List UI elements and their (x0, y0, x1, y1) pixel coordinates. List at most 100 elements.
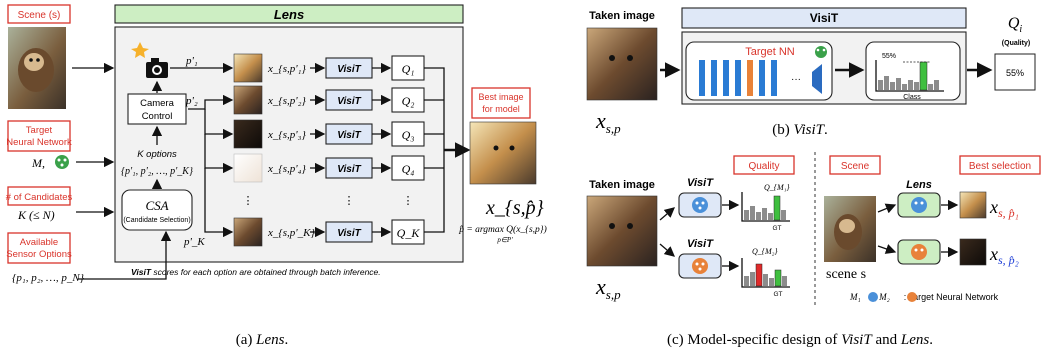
sensor-options-box (7, 232, 71, 264)
best-result-label: x_{s,p̂} (485, 197, 544, 219)
svg-text:VisiT: VisiT (337, 96, 361, 107)
c-lens-orange-brain-icon (911, 244, 927, 260)
k-options-label: K options (137, 149, 177, 160)
c-quality-label: Quality (748, 161, 779, 172)
c-lens-blue-brain-icon (911, 197, 927, 213)
c-legend-blue-brain-icon (868, 292, 878, 302)
sensor-label-2: Sensor Options (6, 249, 72, 260)
target-nn-var: M, (31, 156, 45, 170)
visit-box-3: VisiT (310, 123, 373, 145)
c-gt-top: GT (772, 225, 781, 232)
csa-label: CSA (145, 198, 168, 213)
c-result-image-2 (959, 238, 987, 266)
flash-icon (131, 42, 149, 58)
sensor-arrow (78, 230, 172, 280)
thumb-2 (233, 85, 263, 115)
c-visit-label-bottom: VisiT (687, 238, 714, 250)
caption-a: (a) Lens. (236, 332, 289, 348)
q-box-1: Q₁ (372, 55, 425, 81)
c-best-selection-label: Best selection (969, 161, 1031, 172)
camera-control-label-1: Camera (140, 98, 175, 109)
camera-icon (146, 58, 168, 78)
best-label-1: Best image (478, 92, 523, 102)
sensor-var: {p₁, p₂, …, p_N} (12, 272, 85, 284)
svg-text:Q₃: Q₃ (402, 128, 415, 142)
b-quality-label: (Quality) (1002, 40, 1030, 47)
svg-text:VisiT: VisiT (337, 164, 361, 175)
green-brain-icon (55, 155, 69, 169)
thumb-ellipsis: ⋮ (243, 195, 254, 207)
footnote: VisiT scores for each option are obtaine… (131, 267, 381, 277)
c-scene-to-lens-bottom (877, 244, 897, 254)
target-nn-box (7, 120, 71, 152)
camera-control-box (127, 93, 187, 125)
candidates-var: K (≤ N) (17, 208, 55, 222)
c-qm2-label: Q_{M₂} (752, 247, 778, 256)
b-taken-image (586, 27, 658, 101)
x-label-2: x_{s,p'₂} (267, 95, 306, 107)
c-result-label-1: xs, p̂₁ (989, 197, 1019, 220)
svg-text:Q₄: Q₄ (402, 162, 415, 176)
b-x-label: xs,p (595, 108, 621, 136)
lens-header (114, 4, 464, 24)
scene-label: Scene (s) (18, 10, 61, 21)
csa-box (121, 189, 193, 231)
c-gt-bottom: GT (773, 291, 782, 298)
thumb-4 (233, 153, 263, 183)
scene-image (8, 27, 66, 109)
thumb-k (233, 217, 263, 247)
orange-brain-icon (692, 258, 708, 274)
caption-b: (b) VisiT. (772, 122, 828, 138)
thumb-1 (233, 53, 263, 83)
b-q-value: 55% (1006, 68, 1024, 78)
c-scene-box (829, 155, 881, 175)
b-nn-layers: ··· (699, 60, 822, 96)
thumb-3 (233, 119, 263, 149)
svg-text:Q_K: Q_K (397, 226, 421, 240)
fan-line-k (204, 168, 234, 238)
best-image (469, 121, 537, 185)
c-result-label-2: xs, p̂₂ (989, 244, 1019, 267)
c-scene-label: Scene (841, 161, 870, 172)
candidates-label: # of Candidates (6, 192, 73, 203)
c-scene-image (824, 196, 876, 262)
argmax-formula: p̂ = argmax Q(x_{s,p}) (458, 224, 547, 235)
x-label-k: x_{s,p'_K} (267, 227, 316, 239)
visit-box-2: VisiT (310, 89, 373, 111)
b-visit-title: VisiT (810, 11, 839, 25)
c-visit-label-top: VisiT (687, 177, 714, 189)
caption-c: (c) Model-specific design of VisiT and L… (667, 332, 933, 348)
visit-box-4: VisiT (310, 157, 373, 179)
c-hist-top (741, 192, 790, 222)
best-image-box (471, 87, 531, 119)
c-taken-image-label: Taken image (589, 179, 655, 191)
q-box-4: Q₄ (372, 155, 425, 181)
c-taken-image (586, 195, 658, 267)
q-box-k: Q_K (372, 219, 425, 245)
c-result-image-1 (959, 191, 987, 219)
c-split-arrow-bottom (659, 243, 675, 257)
c-split-arrow-top (659, 207, 675, 221)
merge-ties (424, 99, 444, 169)
target-nn-label-2: Neural Network (6, 137, 72, 148)
scene-label-box (7, 4, 71, 24)
svg-text:VisiT: VisiT (337, 228, 361, 239)
c-scene-to-lens-top (877, 203, 897, 214)
argmax-sub: p∈P' (496, 236, 513, 244)
b-bar-pct: 55% (882, 53, 896, 60)
camera-control-label-2: Control (142, 111, 173, 122)
visit-ellipsis: ⋮ (344, 195, 355, 207)
b-q-label: Qi (1008, 15, 1023, 35)
x-label-3: x_{s,p'₃} (267, 129, 306, 141)
svg-text:VisiT: VisiT (337, 130, 361, 141)
target-nn-label-1: Target (26, 125, 53, 136)
lens-title: Lens (274, 7, 304, 22)
svg-text:···: ··· (791, 74, 801, 85)
q-ellipsis: ⋮ (403, 195, 414, 207)
b-green-brain-icon (815, 46, 827, 58)
c-x-label: xs,p (595, 274, 621, 302)
svg-text:VisiT: VisiT (337, 64, 361, 75)
k-options-set: {p'₁, p'₂, …, p'_K} (121, 166, 193, 177)
c-quality-box (733, 155, 795, 175)
c-best-selection-box (959, 155, 1041, 175)
